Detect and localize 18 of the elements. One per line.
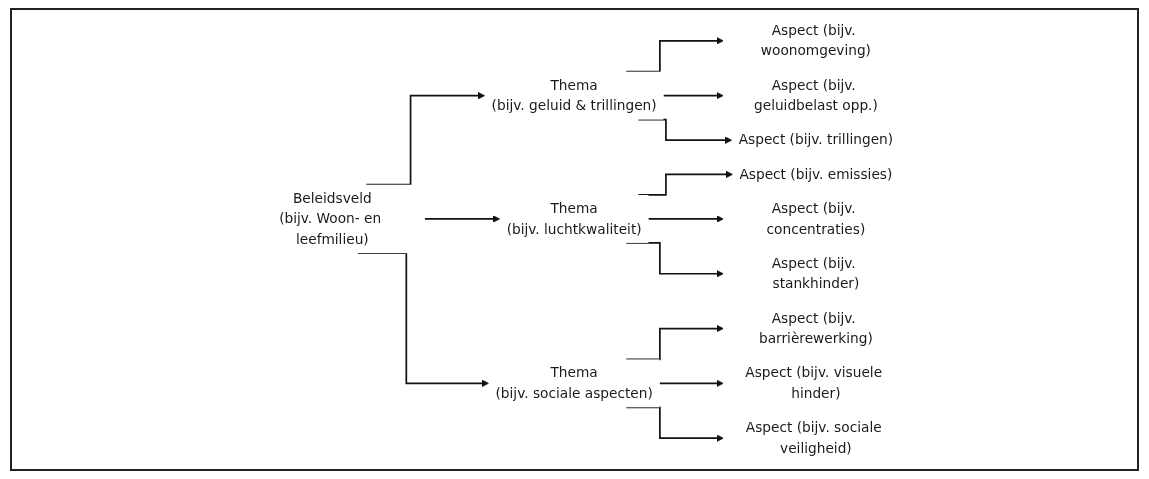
node-text: Aspect (bijv. concentraties) — [766, 200, 866, 237]
arrow — [659, 379, 725, 388]
node-text: Aspect (bijv. stankhinder) — [772, 254, 860, 292]
arrow — [424, 215, 501, 223]
node-text: Aspect (bijv. emissies) — [739, 165, 893, 183]
arrow — [663, 91, 725, 100]
node-text: Aspect (bijv. barrièrewerking) — [759, 309, 874, 347]
node-text: Aspect (bijv. trillingen) — [739, 131, 894, 148]
arrow — [647, 215, 725, 223]
node-text: Aspect (bijv. sociale veiligheid) — [746, 419, 882, 457]
node-text: Thema (bijv. luchtkwaliteit) — [507, 200, 642, 237]
arrow — [625, 37, 725, 73]
arrow — [625, 406, 725, 442]
node-text: Aspect (bijv. geluidbelast opp.) — [754, 76, 879, 114]
node-text: Aspect (bijv. woonomgeving) — [761, 21, 872, 59]
arrow — [365, 91, 486, 186]
arrow — [625, 242, 725, 278]
node-text: Aspect (bijv. visuele hinder) — [745, 364, 883, 402]
